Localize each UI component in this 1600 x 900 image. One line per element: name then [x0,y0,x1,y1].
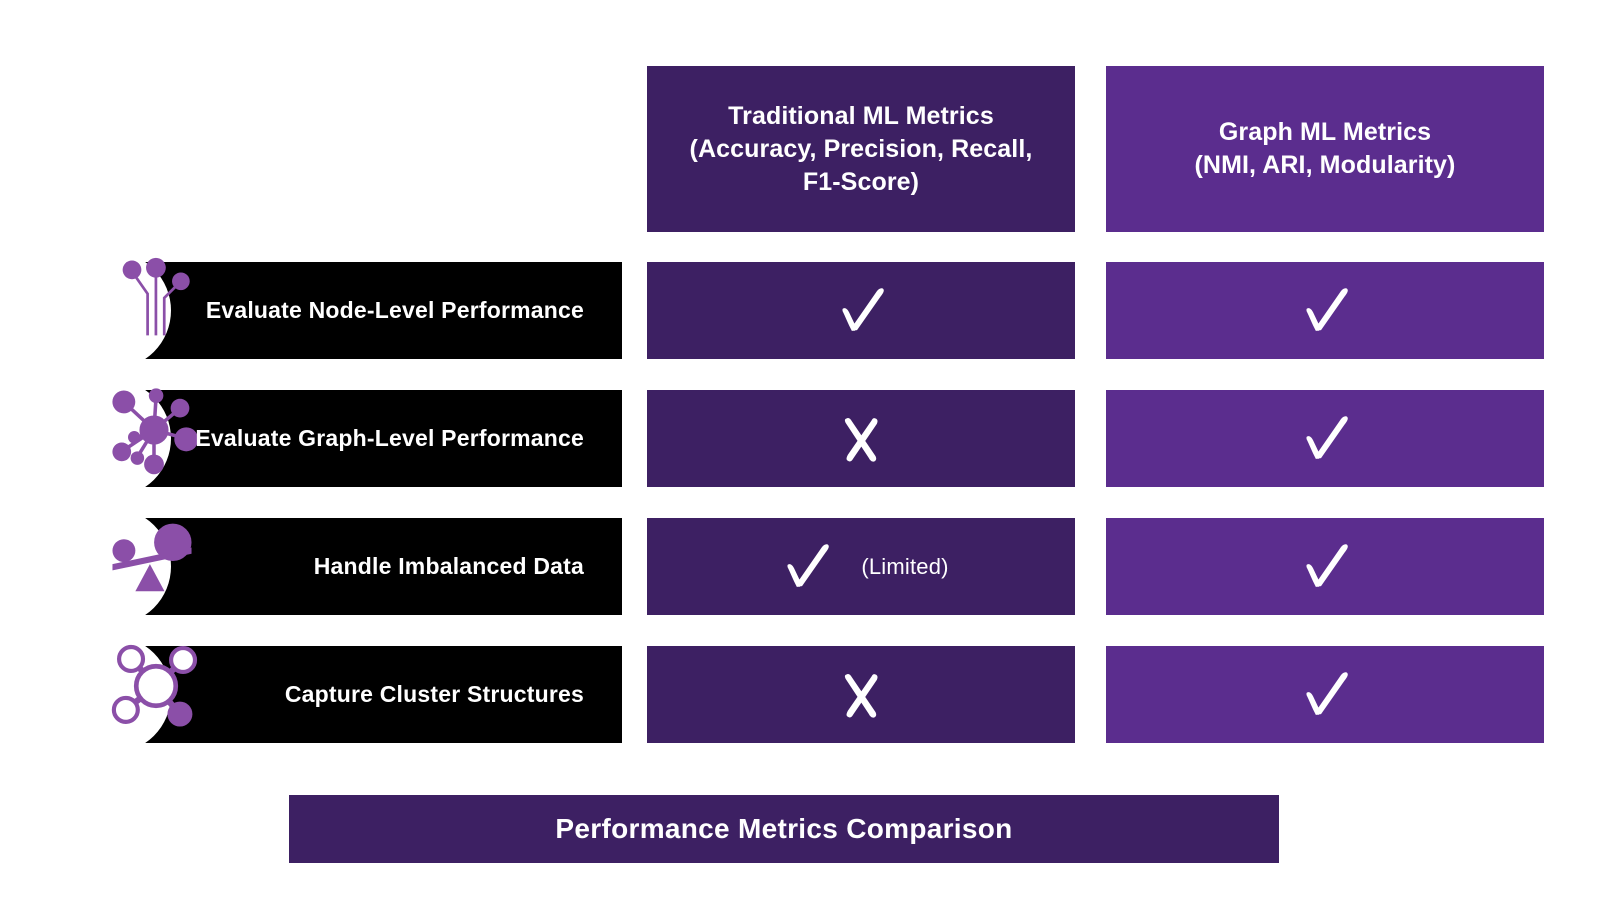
row-label-text: Handle Imbalanced Data [313,553,584,579]
row-label-bar: Evaluate Node-Level Performance [54,252,622,369]
column-header-graph-subtitle: (NMI, ARI, Modularity) [1194,151,1456,179]
cell-graph [1106,646,1544,743]
cell-graph [1106,518,1544,615]
check-icon [842,287,884,331]
bottom-banner: Performance Metrics Comparison [289,795,1279,863]
row-label-text: Evaluate Graph-Level Performance [195,425,584,451]
column-header-traditional: Traditional ML Metrics (Accuracy, Precis… [647,66,1075,232]
cell-note: (Limited) [861,553,949,579]
column-header-graph-title: Graph ML Metrics [1218,118,1432,146]
cell-traditional [647,646,1075,743]
column-header-traditional-title: Traditional ML Metrics [728,101,994,130]
network-graph-icon [112,388,199,475]
check-icon [1306,415,1348,459]
cell-traditional [647,262,1075,359]
table-row: Evaluate Node-Level Performance [0,252,1600,369]
column-header-traditional-subtitle2: F1-Score) [802,167,920,196]
banner-title: Performance Metrics Comparison [555,813,1013,844]
cell-traditional [647,390,1075,487]
molecule-cluster-icon [111,644,198,727]
column-header-traditional-subtitle: (Accuracy, Precision, Recall, [689,134,1033,163]
table-row: Evaluate Graph-Level Performance [0,380,1600,497]
check-icon [787,543,830,587]
neural-nodes-icon [122,257,190,336]
cell-graph [1106,262,1544,359]
row-label-bar: Handle Imbalanced Data [54,508,622,625]
row-label-text: Capture Cluster Structures [284,681,584,707]
table-row: Capture Cluster Structures [0,636,1600,753]
cell-graph [1106,390,1544,487]
row-label-bar: Evaluate Graph-Level Performance [54,380,622,497]
check-icon [1306,671,1348,715]
check-icon [1306,287,1348,331]
unbalanced-scale-icon [112,523,192,592]
cell-traditional: (Limited) [647,518,1075,615]
table-row: Handle Imbalanced Data (Limited) [0,508,1600,625]
cross-icon [844,673,878,718]
check-icon [1306,543,1348,587]
row-label-text: Evaluate Node-Level Performance [205,297,584,323]
column-header-graph: Graph ML Metrics (NMI, ARI, Modularity) [1106,66,1544,232]
cross-icon [844,417,878,462]
row-label-bar: Capture Cluster Structures [54,636,622,753]
